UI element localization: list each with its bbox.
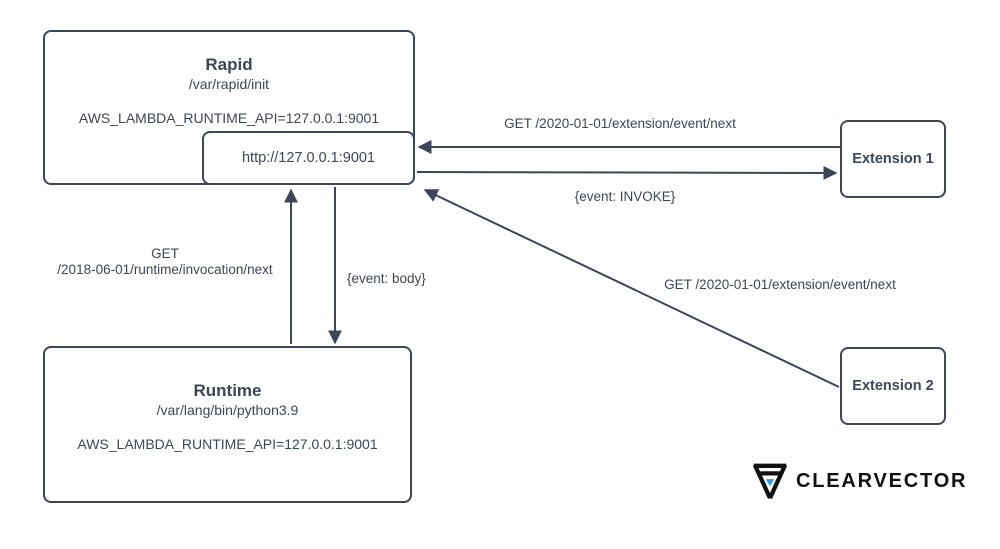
clearvector-logo-icon xyxy=(752,463,788,499)
runtime-env-var: AWS_LAMBDA_RUNTIME_API=127.0.0.1:9001 xyxy=(77,436,378,452)
node-extension-1: Extension 1 xyxy=(840,120,946,198)
runtime-path: /var/lang/bin/python3.9 xyxy=(156,402,299,418)
extension-2-label: Extension 2 xyxy=(852,378,934,394)
node-extension-2: Extension 2 xyxy=(840,347,946,425)
runtime-title: Runtime xyxy=(193,381,262,400)
edge-label-ext1-get: GET /2020-01-01/extension/event/next xyxy=(504,116,736,131)
node-rapid: Rapid /var/rapid/init AWS_LAMBDA_RUNTIME… xyxy=(43,30,415,185)
extension-1-label: Extension 1 xyxy=(852,151,934,167)
clearvector-wordmark: CLEARVECTOR xyxy=(796,469,968,492)
edge-label-event-invoke: {event: INVOKE} xyxy=(574,189,676,204)
edge-label-runtime-get: GET /2018-06-01/runtime/invocation/next xyxy=(40,246,290,278)
node-endpoint-url: http://127.0.0.1:9001 xyxy=(202,131,415,185)
rapid-env-var: AWS_LAMBDA_RUNTIME_API=127.0.0.1:9001 xyxy=(78,110,380,126)
rapid-title: Rapid xyxy=(205,55,253,74)
edge-label-runtime-get-line1: GET xyxy=(151,246,179,261)
edge-label-ext2-get: GET /2020-01-01/extension/event/next xyxy=(664,277,896,292)
rapid-path: /var/rapid/init xyxy=(188,76,270,92)
endpoint-url-label: http://127.0.0.1:9001 xyxy=(241,150,376,166)
arrow-endpoint-to-ext1 xyxy=(416,165,838,180)
clearvector-logo: CLEARVECTOR xyxy=(751,461,967,501)
node-runtime: Runtime /var/lang/bin/python3.9 AWS_LAMB… xyxy=(43,346,412,503)
edge-label-runtime-get-line2: /2018-06-01/runtime/invocation/next xyxy=(57,262,273,277)
edge-label-event-body: {event: body} xyxy=(347,271,426,286)
